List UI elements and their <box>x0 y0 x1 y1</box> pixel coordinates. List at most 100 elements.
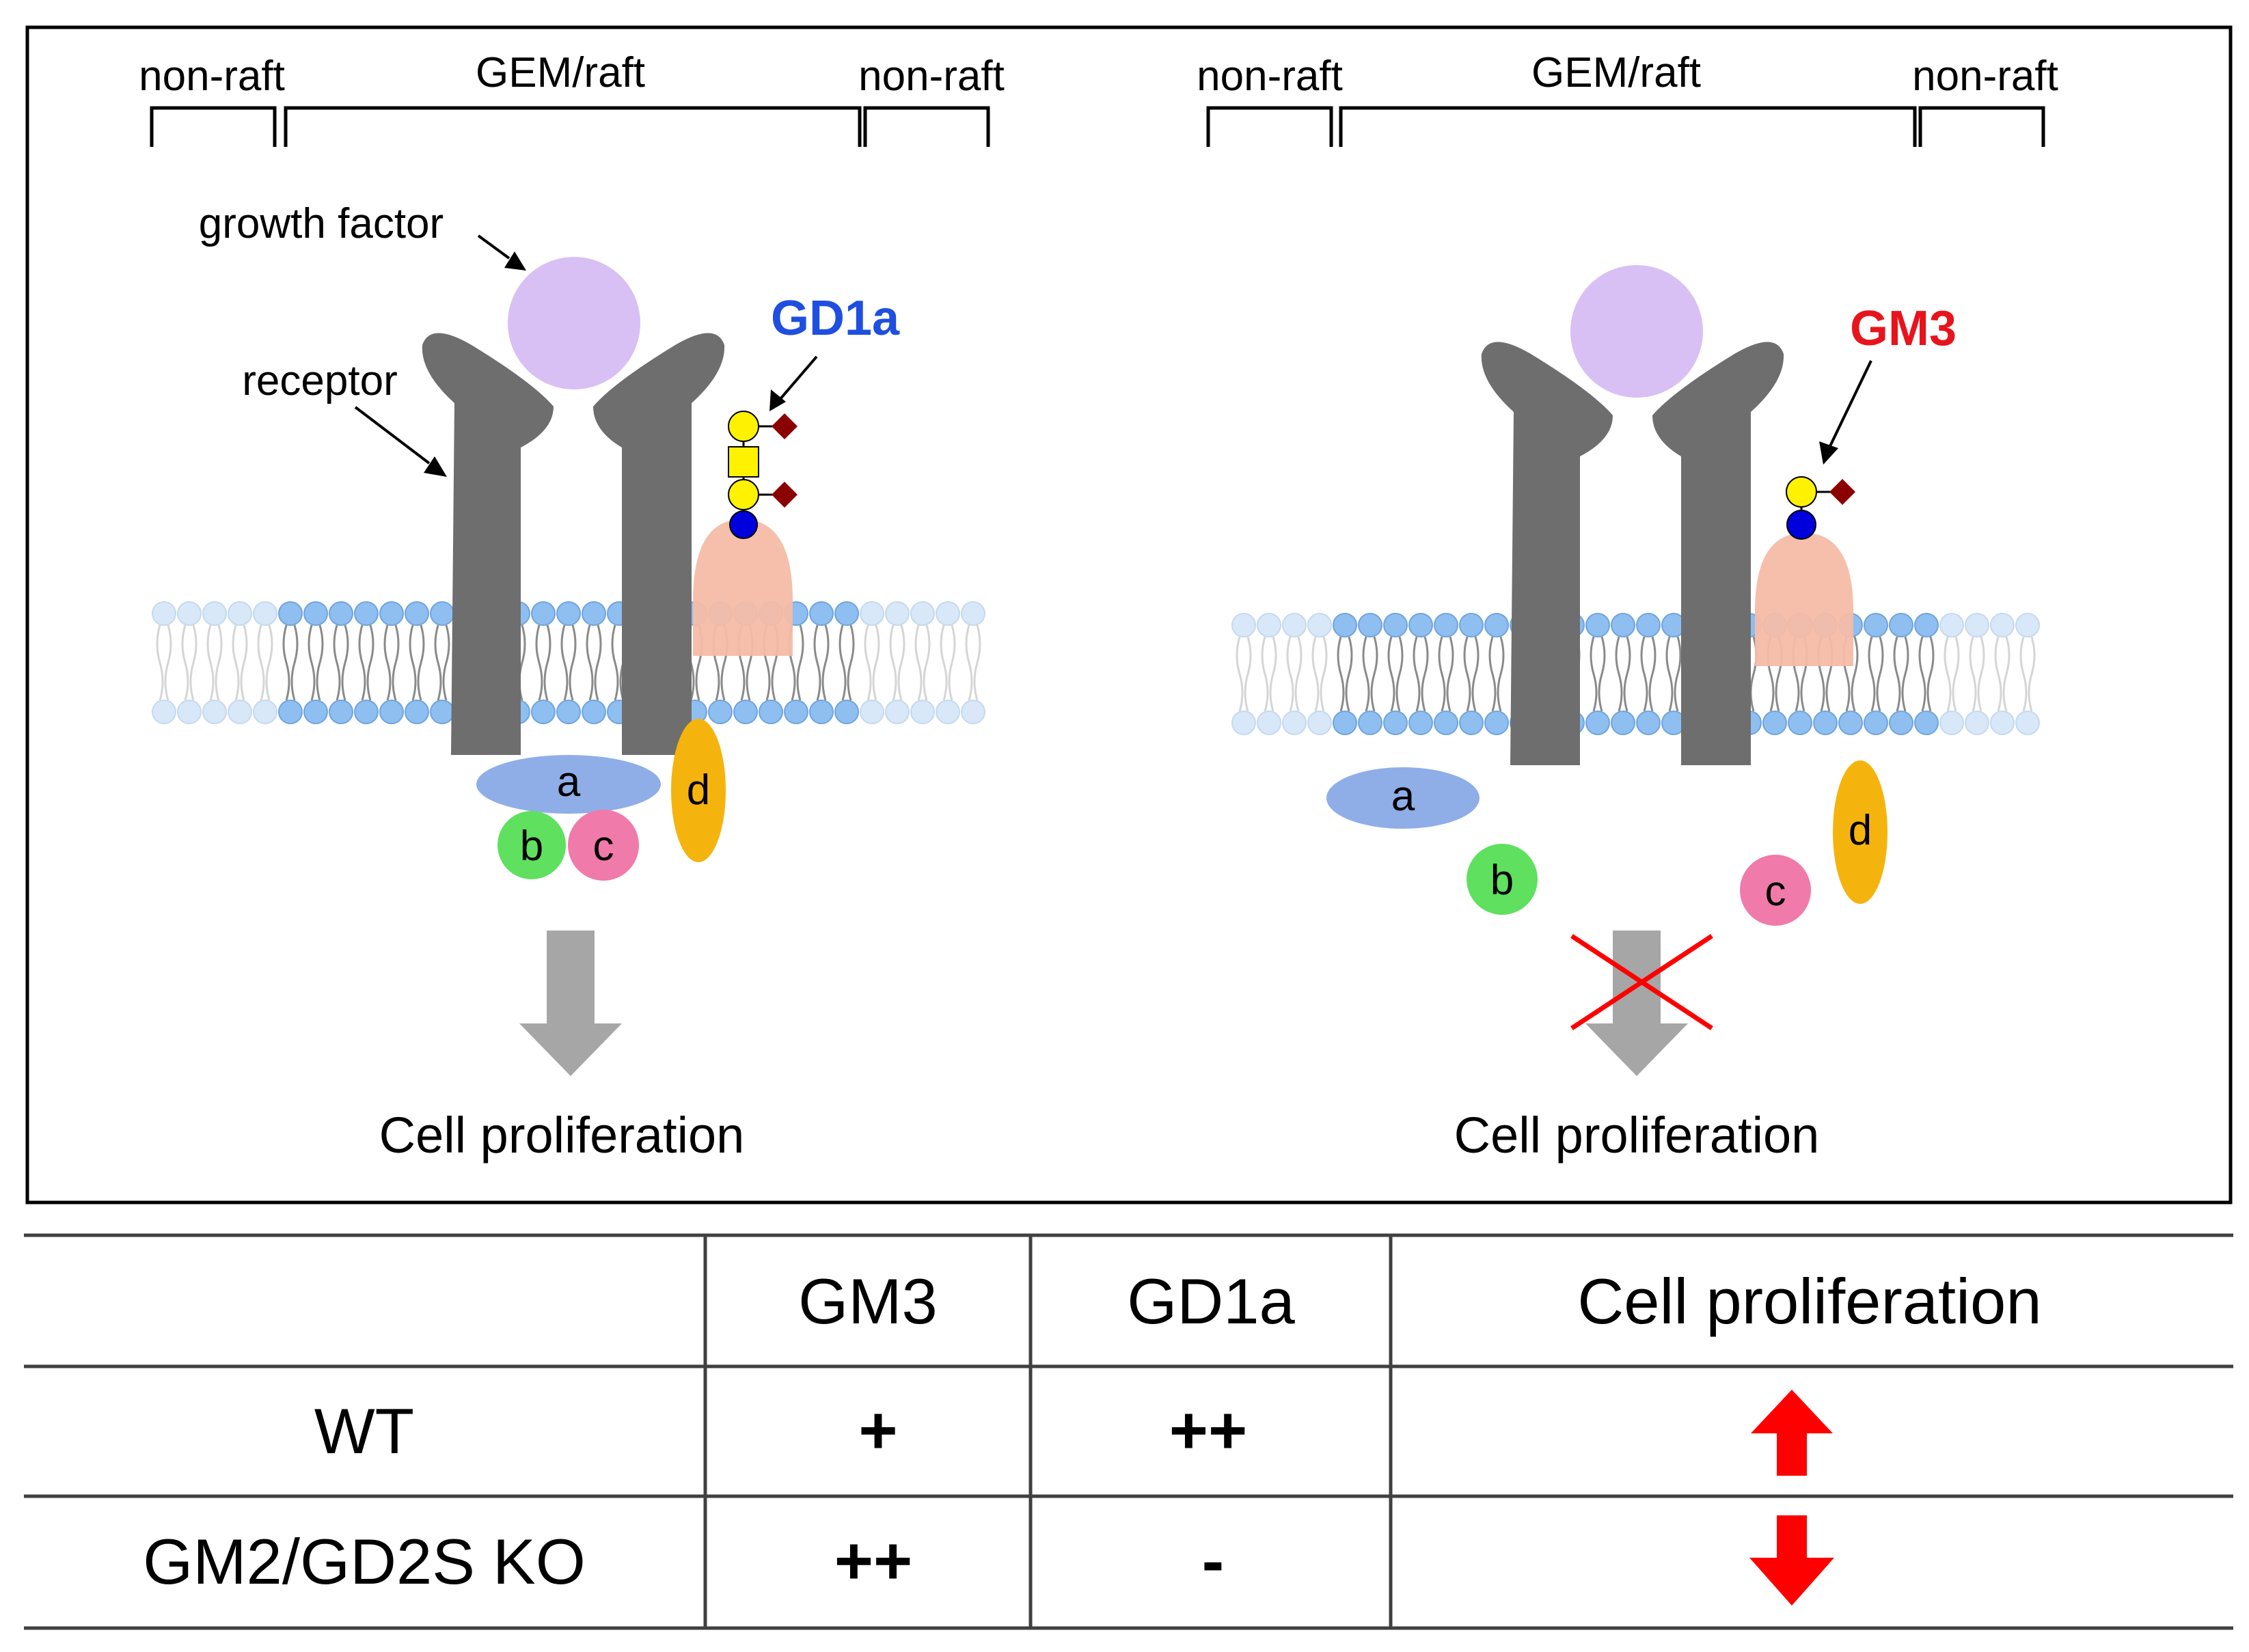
lipid-head <box>430 601 454 626</box>
panel-wt: non-raft GEM/raft non-raft GD1a gro <box>139 49 1005 1164</box>
lipid-head <box>303 601 328 626</box>
sugar-galnac <box>728 446 759 478</box>
lipid-head <box>405 601 429 626</box>
lipid-head <box>582 601 606 626</box>
protein-a <box>476 755 661 814</box>
lipid-head <box>961 601 985 626</box>
signal-arrow <box>1585 931 1688 1076</box>
table-header: GD1a <box>1127 1265 1295 1337</box>
lipid-head <box>379 700 404 724</box>
bracket-nonraft-left <box>1206 106 1333 147</box>
sialic-acid <box>1829 479 1855 505</box>
signal-arrow <box>519 931 622 1076</box>
lipid-tail <box>1362 636 1378 712</box>
receptor-label: receptor <box>242 357 397 404</box>
summary-table: GM3 GD1a Cell proliferation WT + ++ GM2/… <box>24 1233 2233 1630</box>
lipid-head <box>1358 711 1382 735</box>
lipid-head <box>1611 613 1635 637</box>
sugar-gal <box>1786 476 1817 508</box>
region-brackets <box>150 106 990 147</box>
pointer-arrow <box>354 406 431 465</box>
lipid-head <box>1813 711 1838 735</box>
lipid-head <box>1307 711 1332 735</box>
lipid-head <box>202 700 227 724</box>
outcome-label: Cell proliferation <box>1454 1107 1820 1164</box>
lipid-head <box>1889 711 1913 735</box>
lipid-tail <box>181 624 197 701</box>
lipid-head <box>152 700 176 724</box>
lipid-tail <box>2019 636 2036 712</box>
lipid-head <box>784 700 808 724</box>
pointer-arrowhead <box>1819 441 1838 465</box>
lipid-tail <box>156 624 172 701</box>
lipid-head <box>1838 711 1863 735</box>
lipid-tail <box>586 624 602 701</box>
lipid-tail <box>358 624 374 701</box>
lipid-tail <box>864 624 880 701</box>
raft-lipid-domain <box>1755 533 1853 666</box>
lipid-head <box>202 601 227 626</box>
protein-c <box>1740 855 1811 926</box>
lipid-tail <box>560 624 577 701</box>
receptor-right <box>1652 342 1784 765</box>
lipid-head <box>556 700 581 724</box>
sialic-acid <box>772 413 798 439</box>
lipid-tail <box>1868 636 1884 712</box>
lipid-head <box>1864 613 1888 637</box>
lipid-head <box>531 601 556 626</box>
lipid-tail <box>813 624 830 701</box>
bracket-nonraft-right <box>863 106 990 147</box>
lipid-head <box>1864 711 1888 735</box>
pointer-arrowhead <box>424 456 447 477</box>
lipid-tail <box>1488 636 1505 712</box>
lipid-head <box>1231 613 1256 637</box>
growth-factor <box>1570 265 1703 398</box>
lipid-tail <box>1236 636 1252 712</box>
lipid-head <box>1990 711 2015 735</box>
sugar-gal <box>728 411 759 442</box>
lipid-tail <box>206 624 223 701</box>
region-label-nonraft-right: non-raft <box>858 53 1005 100</box>
lipid-head <box>1333 711 1357 735</box>
region-brackets <box>1206 106 2045 147</box>
sugar-glc <box>1786 510 1816 540</box>
table-cell-gm3: ++ <box>834 1523 912 1598</box>
growth-factor <box>508 257 640 389</box>
protein-a-label: a <box>557 758 581 806</box>
lipid-head <box>1914 613 1939 637</box>
lipid-tail <box>535 624 551 701</box>
pointer-arrow <box>477 234 510 260</box>
growth-factor-label: growth factor <box>199 200 444 247</box>
lipid-head <box>1889 613 1913 637</box>
lipid-head <box>1636 613 1661 637</box>
lipid-head <box>1434 613 1458 637</box>
lipid-head <box>708 700 733 724</box>
ganglioside-label: GD1a <box>771 291 900 346</box>
lipid-head <box>1484 613 1509 637</box>
lipid-tail <box>914 624 931 701</box>
lipid-head <box>885 601 910 626</box>
lipid-head <box>759 700 783 724</box>
bracket-nonraft-left <box>150 106 277 147</box>
table-row-label: GM2/GD2S KO <box>143 1526 586 1597</box>
lipid-head <box>809 700 834 724</box>
lipid-head <box>1585 711 1610 735</box>
region-label-nonraft-left: non-raft <box>139 53 285 100</box>
lipid-head <box>177 601 202 626</box>
protein-c-label: c <box>593 823 614 870</box>
lipid-head <box>910 601 935 626</box>
lipid-tail <box>1944 636 1960 712</box>
lipid-head <box>1459 613 1484 637</box>
lipid-head <box>1282 613 1307 637</box>
outcome-label: Cell proliferation <box>379 1107 745 1164</box>
lipid-head <box>430 700 454 724</box>
lipid-head <box>1257 613 1281 637</box>
sialic-acid <box>772 482 798 508</box>
lipid-tail <box>940 624 956 701</box>
lipid-head <box>910 700 935 724</box>
lipid-tail <box>1337 636 1353 712</box>
protein-b-label: b <box>1490 857 1514 904</box>
lipid-tail <box>965 624 981 701</box>
lipid-head <box>329 700 353 724</box>
protein-c <box>568 810 639 881</box>
